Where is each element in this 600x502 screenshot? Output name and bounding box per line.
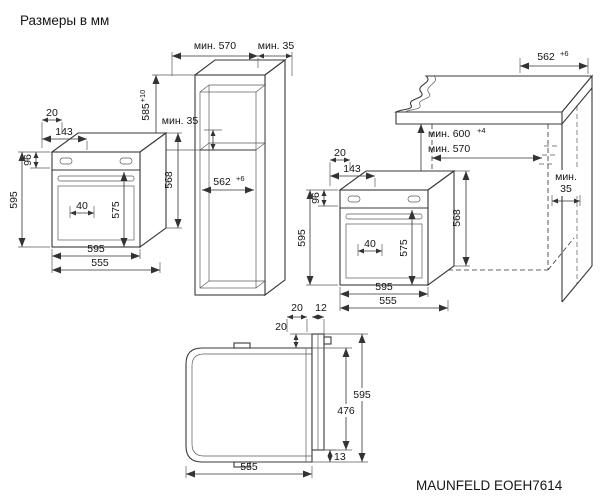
dim-oven-width: 595 <box>375 281 393 293</box>
control-knob-icon <box>119 157 133 165</box>
undercounter-diagram: 562 +6 мин. 600 +4 мин. 570 мин. 35 20 1… <box>296 49 594 312</box>
model-label: MAUNFELD EOEH7614 <box>416 478 563 493</box>
dim-bottom-gap: 13 <box>334 451 346 463</box>
dim-counter-depth-tolerance: +6 <box>560 49 569 58</box>
dim-oven-handle-offset: 40 <box>364 238 376 250</box>
dim-oven-door-height: 575 <box>110 201 122 219</box>
dim-back-gap-label: мин. <box>555 171 577 183</box>
dim-door-top-gap: 20 <box>275 321 287 333</box>
dim-handle-clearance: 12 <box>315 302 327 314</box>
dim-under-niche-depth: мин. 570 <box>428 143 470 155</box>
dim-oven-depth: 555 <box>379 295 397 307</box>
worktop-top <box>394 75 594 113</box>
mounting-tab-icon <box>233 342 251 349</box>
door-handle-icon <box>345 213 423 220</box>
oven-body-profile <box>185 347 313 463</box>
dim-oven-top-inset: 20 <box>46 107 58 119</box>
dim-oven-body-depth: 568 <box>451 209 463 227</box>
dim-oven-top-inset: 20 <box>334 147 346 159</box>
dim-cabinet-depth-min: мин. 570 <box>194 40 236 52</box>
dim-oven-height: 595 <box>296 229 308 247</box>
side-view-diagram: 20 12 20 595 476 13 555 <box>185 302 374 478</box>
door-handle-icon <box>323 336 332 345</box>
dim-under-niche-height: мин. 600 <box>428 128 470 140</box>
tall-cabinet-diagram: мин. 570 мин. 35 585 +10 мин. 35 562 +6 <box>138 40 295 297</box>
dim-cabinet-back-gap: мин. 35 <box>258 40 295 52</box>
dim-oven-body-depth: 568 <box>163 171 175 189</box>
dim-oven-height: 595 <box>8 191 20 209</box>
break-line-icon <box>404 75 436 113</box>
dim-top-gap: 20 <box>291 302 303 314</box>
dim-oven-control-height: 96 <box>310 192 322 204</box>
dim-side-depth: 555 <box>240 461 258 473</box>
dim-vent-gap: мин. 35 <box>162 115 199 127</box>
dim-side-door-height: 476 <box>337 405 355 417</box>
dim-under-niche-height-tolerance: +4 <box>477 126 486 135</box>
door-handle-icon <box>57 175 135 182</box>
dim-oven-control-depth: 143 <box>55 126 73 138</box>
dim-oven-handle-offset: 40 <box>76 200 88 212</box>
page-title: Размеры в мм <box>20 13 109 28</box>
dim-oven-door-height: 575 <box>398 239 410 257</box>
dim-niche-width: 562 <box>213 176 231 188</box>
dim-back-gap-value: 35 <box>560 183 572 195</box>
dim-oven-control-depth: 143 <box>343 163 361 175</box>
left-oven-diagram: 20 143 96 595 40 575 595 555 568 <box>8 107 182 274</box>
worktop-front <box>395 111 563 125</box>
dim-niche-width-tolerance: +6 <box>236 174 245 183</box>
dim-oven-width: 595 <box>87 243 105 255</box>
dim-oven-depth: 555 <box>91 257 109 269</box>
control-knob-icon <box>347 195 361 203</box>
dim-side-height: 595 <box>353 389 371 401</box>
mounting-tab-icon <box>233 461 251 468</box>
dim-counter-depth: 562 <box>537 51 555 63</box>
control-knob-icon <box>407 195 421 203</box>
control-knob-icon <box>59 157 73 165</box>
dim-niche-height-tolerance: +10 <box>138 90 147 103</box>
dim-oven-control-height: 96 <box>22 154 34 166</box>
dim-niche-height: 585 <box>140 103 152 121</box>
